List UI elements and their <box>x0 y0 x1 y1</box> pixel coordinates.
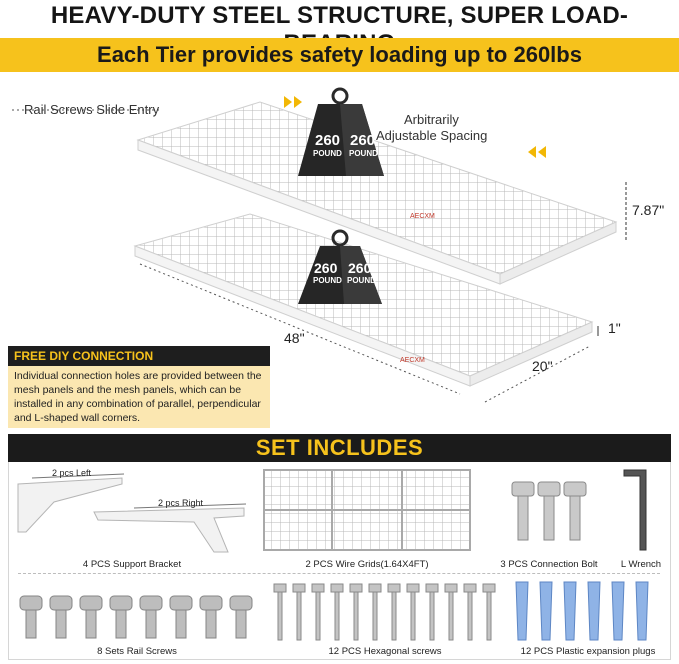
upper-shelf <box>136 101 618 285</box>
spacing-callout-line2: Adjustable Spacing <box>376 128 488 143</box>
wire-grid-image <box>263 469 471 551</box>
bracket-right-label: 2 pcs Right <box>158 498 204 508</box>
slide-arrow-right-icon <box>284 96 302 108</box>
expansion-plugs-image <box>515 581 649 641</box>
weight-number: 260 <box>350 132 376 149</box>
load-banner-text: Each Tier provides safety loading up to … <box>97 42 582 67</box>
shelf-diagram <box>12 87 627 403</box>
thickness-dimension: 1" <box>608 320 621 336</box>
diy-description: Individual connection holes are provided… <box>8 366 270 428</box>
weight-unit: POUND <box>347 276 376 285</box>
weight-number: 260 <box>348 260 372 276</box>
item-hexagonal-screws: 12 PCS Hexagonal screws <box>328 646 442 657</box>
item-wire-grids: 2 PCS Wire Grids(1.64X4FT) <box>305 559 429 570</box>
brand-logo: AECXM <box>410 213 435 220</box>
width-dimension: 20" <box>532 358 553 374</box>
weight-number: 260 <box>315 132 341 149</box>
set-includes-panel <box>8 462 671 660</box>
rail-screws-image <box>19 595 253 639</box>
length-dimension: 48" <box>284 330 305 346</box>
weight-number: 260 <box>314 260 338 276</box>
item-rail-screws: 8 Sets Rail Screws <box>97 646 177 657</box>
slide-arrow-left-icon <box>528 146 546 158</box>
item-expansion-plugs: 12 PCS Plastic expansion plugs <box>520 646 656 657</box>
weight-unit: POUND <box>349 149 378 158</box>
rail-screws-callout: Rail Screws Slide Entry <box>24 102 160 117</box>
height-dimension: 7.87" <box>632 202 665 218</box>
support-bracket-image <box>17 473 247 553</box>
spacing-callout-line1: Arbitrarily <box>404 112 459 127</box>
bracket-left-label: 2 pcs Left <box>52 468 92 478</box>
l-wrench-icon <box>623 469 647 551</box>
set-includes-title: SET INCLUDES <box>255 435 424 460</box>
diy-title: FREE DIY CONNECTION <box>8 346 270 366</box>
weight-icon <box>298 87 384 176</box>
load-banner: Each Tier provides safety loading up to … <box>0 38 679 72</box>
weight-unit: POUND <box>313 149 342 158</box>
weight-icon <box>298 229 382 304</box>
item-l-wrench: L Wrench <box>620 559 662 570</box>
item-support-bracket: 4 PCS Support Bracket <box>82 559 182 570</box>
weight-unit: POUND <box>313 276 342 285</box>
connection-bolt-image <box>511 481 587 541</box>
brand-logo: AECXM <box>400 357 425 364</box>
items-divider <box>18 573 660 574</box>
set-includes-banner: SET INCLUDES <box>8 434 671 462</box>
hexagonal-screws-image <box>273 583 496 641</box>
item-connection-bolt: 3 PCS Connection Bolt <box>500 559 598 570</box>
